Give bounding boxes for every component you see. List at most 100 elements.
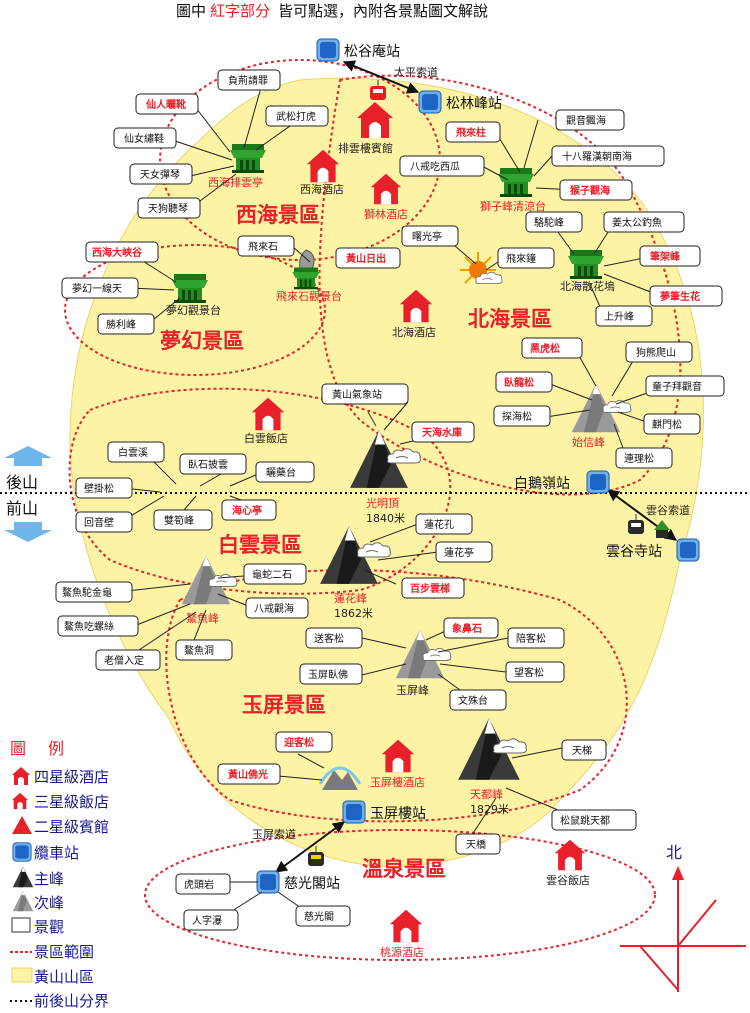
- spot-bajieguan: 八戒觀海: [254, 602, 294, 615]
- spot-woshi: 臥石披雲: [188, 458, 228, 471]
- zone-label-beihai[interactable]: 北海景區: [468, 307, 552, 331]
- pavilion-label-feilai[interactable]: 飛來石觀景台: [276, 289, 342, 303]
- spot-guishe: 龜蛇二石: [252, 568, 292, 581]
- legend-zone-label: 景區範圍: [34, 943, 94, 961]
- station-label-songguan: 松谷庵站: [344, 43, 400, 60]
- spot-xiangbi[interactable]: 象鼻石: [452, 622, 482, 635]
- cableway-label-yungu: 雲谷索道: [646, 503, 690, 517]
- peak-label-tiandu[interactable]: 天都峰: [470, 788, 503, 801]
- buddha-light-icon[interactable]: [318, 766, 362, 790]
- spot-xianren[interactable]: 仙人曬靴: [146, 98, 186, 111]
- spot-tianti: 天梯: [572, 744, 592, 757]
- pavilion-label-menghuan: 夢幻觀景台: [166, 303, 221, 317]
- spot-wolong[interactable]: 臥龍松: [504, 376, 534, 389]
- legend-hotel4-label: 四星級酒店: [34, 768, 109, 786]
- spot-lianhuakong: 蓮花孔: [424, 518, 454, 531]
- spot-shuangsun: 雙筍峰: [164, 514, 194, 527]
- spot-baibu[interactable]: 百步雲梯: [410, 582, 450, 595]
- spot-tiangou: 天狗聽琴: [148, 202, 188, 215]
- spot-shuguang: 曙光亭: [412, 230, 442, 243]
- weather-station-icon: [367, 411, 377, 427]
- station-icon-baie[interactable]: [586, 470, 610, 494]
- spot-huiyin: 回音壁: [84, 516, 114, 529]
- sunrise-icon[interactable]: [460, 252, 503, 285]
- back-arrow: [4, 446, 52, 466]
- peak-height-guangming: 1840米: [366, 512, 405, 525]
- spot-menghuanyi: 夢幻一線天: [72, 282, 122, 295]
- spot-haixin[interactable]: 海心亭: [232, 504, 262, 517]
- spot-heihu[interactable]: 黑虎松: [530, 342, 560, 355]
- cable-line-yuping: [275, 821, 345, 873]
- hotel-label-shilin[interactable]: 獅林酒店: [364, 207, 408, 221]
- hotel-icon-taoyuan[interactable]: [389, 909, 423, 943]
- spot-aoyutuo: 鰲魚駝金龜: [62, 586, 112, 599]
- peak-height-lianhua: 1862米: [334, 607, 373, 620]
- spot-luohan: 十八羅漢朝南海: [562, 150, 632, 163]
- spot-yingke[interactable]: 迎客松: [284, 736, 314, 749]
- header-prefix: 圖中: [176, 2, 206, 20]
- header-suffix: 皆可點選，內附各景點圖文解說: [278, 2, 488, 20]
- station-label-yungusi: 雲谷寺站: [606, 544, 662, 560]
- station-icon-ciguang[interactable]: [256, 870, 280, 894]
- cableway-label-taiping: 太平索道: [394, 65, 438, 79]
- gondola-icon-taiping: [370, 80, 386, 100]
- station-icon-songlin[interactable]: [418, 90, 442, 114]
- spot-houzi[interactable]: 猴子觀海: [570, 184, 610, 197]
- zone-boundary-baiyun: [68, 387, 452, 595]
- spot-feilaizhu[interactable]: 飛來柱: [455, 126, 486, 139]
- zone-label-baiyun[interactable]: 白雲景區: [218, 533, 302, 557]
- spot-callouts-red: 仙人曬靴 飛來柱 猴子觀海 西海大峽谷 黃山日出 筆架峰 夢筆生花 黑虎松 臥龍…: [85, 93, 723, 785]
- legend-mainpeak-icon: [12, 866, 34, 888]
- station-icon-yungusi[interactable]: [676, 538, 700, 562]
- spot-aoyuchi: 鰲魚吃螺絲: [64, 620, 114, 633]
- spot-shengli: 勝利峰: [106, 318, 136, 331]
- hotel-label-yupinglou[interactable]: 玉屏樓酒店: [370, 775, 425, 789]
- cable-line-taiping: [342, 60, 420, 94]
- peak-label-yuping: 玉屏峰: [396, 684, 429, 697]
- spot-shaiyao: 曬藥台: [266, 466, 296, 479]
- peak-label-shixin[interactable]: 始信峰: [572, 435, 605, 449]
- peak-label-guangming[interactable]: 光明頂: [366, 496, 399, 510]
- zone-label-menghuan[interactable]: 夢幻景區: [160, 329, 244, 353]
- spot-foguang[interactable]: 黃山佛光: [228, 768, 268, 781]
- front-arrow: [4, 522, 52, 542]
- spot-jiangtai: 姜太公釣魚: [612, 216, 662, 229]
- spot-tongzi: 童子拜觀音: [652, 380, 702, 393]
- spot-lianli: 連理松: [624, 452, 654, 465]
- spot-feilaishi: 飛來石: [248, 241, 278, 253]
- station-icon-songguan[interactable]: [316, 38, 340, 62]
- spot-tianqiao: 天橋: [466, 838, 486, 851]
- spot-hutou: 虎頭岩: [184, 878, 214, 891]
- gondola-icon-yuping: [308, 846, 324, 866]
- spot-peike: 陪客松: [516, 632, 546, 645]
- pavilion-label-qingliang[interactable]: 獅子峰清涼台: [480, 199, 546, 213]
- pavilion-label-qixiang: 黃山氣象站: [332, 388, 382, 401]
- spot-guanyin: 觀音飄海: [566, 114, 606, 127]
- hotel-label-taoyuan[interactable]: 桃源酒店: [380, 945, 424, 959]
- spot-luotuo: 駱駝峰: [534, 216, 564, 229]
- zone-label-yuping[interactable]: 玉屏景區: [242, 693, 326, 717]
- legend-area-icon: [11, 967, 33, 983]
- spot-bijia[interactable]: 筆架峰: [650, 250, 681, 263]
- north-compass: [620, 866, 746, 992]
- spot-huangshanrichu[interactable]: 黃山日出: [346, 252, 386, 265]
- legend-divide-label: 前後山分界: [34, 992, 109, 1010]
- legend-cable-icon: [12, 842, 32, 862]
- spot-tianhai[interactable]: 天海水庫: [422, 426, 462, 439]
- hotel-icon-yungu[interactable]: [554, 839, 586, 871]
- peak-label-lianhua[interactable]: 蓮花峰: [334, 591, 367, 605]
- spot-mengbi[interactable]: 夢筆生花: [660, 290, 700, 303]
- zone-label-xihai[interactable]: 西海景區: [236, 203, 320, 227]
- station-icon-yupinglou[interactable]: [342, 800, 366, 824]
- station-label-songlin: 松林峰站: [446, 96, 502, 112]
- spot-wenshu: 文殊台: [458, 694, 488, 707]
- weather-station-callout: [321, 383, 409, 405]
- pavilion-label-paiyun[interactable]: 西海排雲亭: [208, 175, 263, 189]
- spot-songke: 送客松: [314, 632, 344, 645]
- spot-xihaidaxia[interactable]: 西海大峽谷: [92, 246, 143, 259]
- spot-aoyudong: 鰲魚洞: [184, 644, 214, 657]
- spot-tanhai: 探海松: [502, 410, 532, 423]
- pavilion-label-sanhua: 北海散花塢: [560, 279, 615, 293]
- zone-label-wenquan[interactable]: 溫泉景區: [362, 857, 446, 881]
